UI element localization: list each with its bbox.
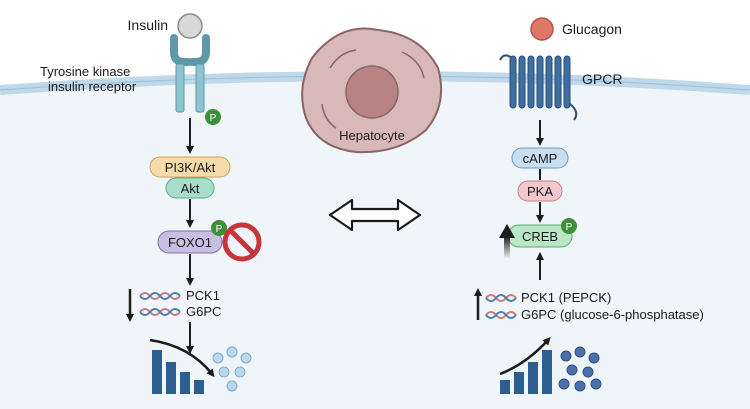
glucagon-molecule-icon bbox=[530, 17, 554, 41]
phospho-label: P bbox=[216, 224, 223, 235]
hepatocyte-icon bbox=[301, 27, 443, 154]
camp-node bbox=[511, 147, 569, 169]
camp-label: cAMP bbox=[523, 151, 558, 166]
hepatocyte-label: Hepatocyte bbox=[339, 128, 405, 143]
glucose-dots-icon bbox=[558, 346, 602, 392]
gene-pck1-pepck: PCK1 (PEPCK) bbox=[521, 290, 611, 305]
pi3k-akt-label: PI3K/Akt bbox=[165, 160, 216, 175]
dna-icon bbox=[485, 311, 517, 319]
dna-icon bbox=[485, 294, 517, 302]
inhibition-icon bbox=[222, 222, 262, 262]
gpcr-receptor-icon bbox=[499, 54, 578, 121]
akt-label: Akt bbox=[181, 181, 200, 196]
phospho-label: P bbox=[210, 113, 217, 124]
pka-node bbox=[517, 180, 563, 202]
creb-label: CREB bbox=[522, 229, 558, 244]
glucagon-label: Glucagon bbox=[562, 21, 622, 37]
gene-g6pc: G6PC bbox=[186, 304, 221, 319]
pka-label: PKA bbox=[527, 184, 553, 199]
decreasing-bar-chart-icon bbox=[149, 338, 215, 394]
gene-pck1: PCK1 bbox=[186, 288, 220, 303]
gene-g6pc-glucose-6-phosphatase: G6PC (glucose-6-phosphatase) bbox=[521, 307, 704, 322]
pi3k-akt-node bbox=[149, 156, 231, 178]
insulin-label: Insulin bbox=[128, 17, 168, 33]
phospho-label: P bbox=[566, 222, 573, 233]
phospho-badge bbox=[205, 109, 221, 125]
phospho-badge bbox=[561, 218, 577, 234]
receptor-label-line2: insulin receptor bbox=[48, 79, 137, 94]
dna-icon bbox=[139, 292, 181, 300]
gpcr-label: GPCR bbox=[582, 71, 622, 87]
foxo1-label: FOXO1 bbox=[168, 235, 212, 250]
akt-node bbox=[165, 177, 215, 199]
upregulation-arrow-icon bbox=[499, 224, 515, 260]
dna-icon bbox=[139, 308, 181, 316]
foxo1-node bbox=[157, 230, 223, 254]
phospho-badge bbox=[211, 220, 227, 236]
receptor-label-line1: Tyrosine kinase bbox=[40, 64, 130, 79]
insulin-molecule-icon bbox=[177, 13, 203, 39]
increasing-bar-chart-icon bbox=[499, 337, 552, 394]
insulin-receptor-icon bbox=[170, 34, 210, 113]
double-headed-arrow-icon bbox=[328, 198, 422, 232]
glucose-dots-icon bbox=[212, 346, 252, 392]
